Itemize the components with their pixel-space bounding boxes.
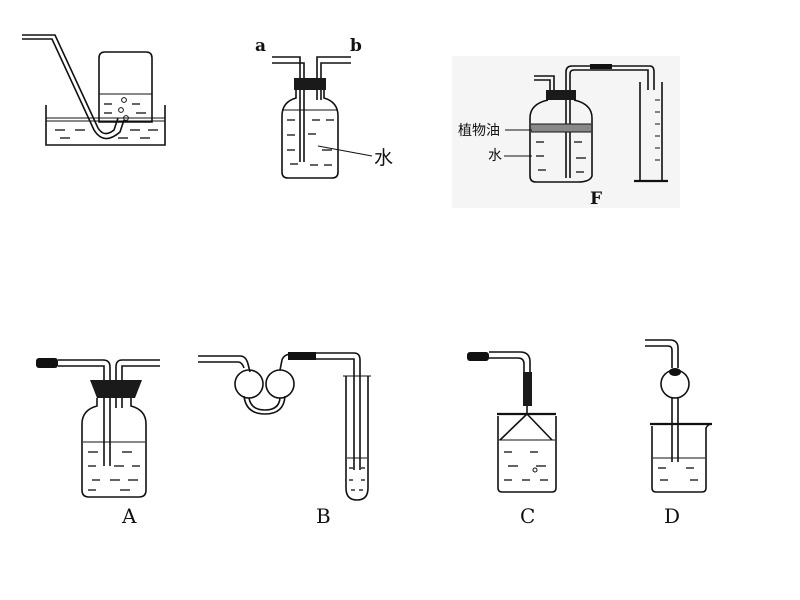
c-beaker bbox=[497, 416, 557, 493]
apparatus-d: D bbox=[645, 339, 713, 528]
b-delivery-tube bbox=[316, 352, 361, 470]
d-liquid bbox=[658, 467, 698, 481]
b-rubber-hose bbox=[288, 352, 316, 360]
water-pointer-line bbox=[317, 145, 373, 157]
inverted-bottle bbox=[98, 51, 153, 123]
rubber-stopper bbox=[294, 78, 326, 90]
label-c: C bbox=[520, 504, 535, 528]
b-u-bend bbox=[248, 397, 281, 411]
b-test-tube bbox=[345, 376, 369, 501]
a-rubber-hose bbox=[36, 358, 58, 368]
gas-bubble bbox=[121, 97, 127, 103]
oil-layer bbox=[531, 124, 591, 132]
apparatus-b: B bbox=[198, 352, 371, 528]
label-a: A bbox=[121, 504, 137, 528]
a-water bbox=[88, 451, 140, 491]
a-short-tube bbox=[115, 359, 160, 408]
tube-end-a-label: a bbox=[255, 36, 266, 56]
c-delivery-tube bbox=[489, 351, 531, 372]
f-label: F bbox=[590, 189, 602, 209]
c-inverted-funnel bbox=[499, 406, 553, 441]
b-inlet-tube bbox=[198, 355, 251, 373]
label-b: B bbox=[316, 504, 331, 528]
d-beaker bbox=[651, 423, 713, 493]
a-long-tube bbox=[58, 359, 111, 466]
label-d: D bbox=[664, 504, 680, 528]
f-bottle-body bbox=[529, 99, 593, 183]
short-gas-inlet bbox=[534, 75, 555, 96]
trough-water bbox=[55, 129, 158, 139]
water-trough bbox=[45, 105, 166, 146]
apparatus-f: 植物油 水 F bbox=[452, 56, 680, 209]
delivery-tube bbox=[22, 34, 119, 135]
oil-label: 植物油 bbox=[458, 123, 500, 139]
d-stem bbox=[671, 397, 679, 462]
water-label: 水 bbox=[374, 147, 393, 169]
trough-collection-apparatus bbox=[22, 34, 166, 146]
apparatus-a: A bbox=[36, 358, 160, 528]
gas-wash-bottle: a b 水 bbox=[255, 36, 393, 179]
tube-end-b-label: b bbox=[350, 36, 362, 56]
a-stopper bbox=[90, 380, 142, 398]
a-bottle-body bbox=[81, 398, 147, 498]
bottle-water bbox=[287, 119, 334, 166]
b-liquid bbox=[349, 467, 365, 491]
b-left-bulb bbox=[234, 369, 264, 399]
long-inlet-tube bbox=[272, 56, 301, 162]
f-stopper bbox=[546, 90, 576, 100]
apparatus-c: C bbox=[467, 351, 557, 528]
f-water bbox=[536, 141, 586, 173]
c-connector bbox=[523, 372, 532, 406]
b-right-bulb bbox=[265, 369, 295, 399]
c-rubber-hose bbox=[467, 352, 489, 361]
c-liquid bbox=[504, 451, 548, 481]
f-water-label: 水 bbox=[488, 148, 502, 164]
wash-bottle-body bbox=[281, 90, 339, 179]
d-inlet-tube bbox=[645, 339, 679, 368]
graduated-cylinder bbox=[639, 82, 663, 180]
